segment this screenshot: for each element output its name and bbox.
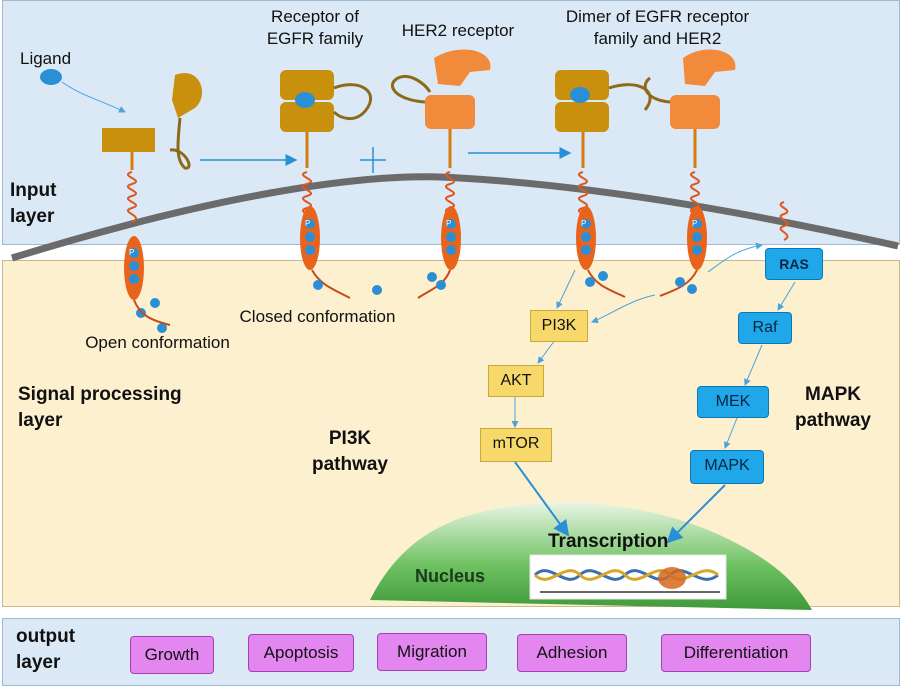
raf-node: Raf [738,312,792,344]
mtor-node: mTOR [480,428,552,462]
mapk-pathway-label: MAPK pathway [794,384,872,431]
ras-node: RAS [765,248,823,280]
mek-node: MEK [697,386,769,418]
input-layer-label: Input layer [10,180,57,227]
receptor-dimer [555,49,736,298]
receptor-open-conformation [102,72,203,333]
signal-processing-layer-label: Signal processing layer [18,384,182,431]
output-migration: Migration [377,633,487,671]
ligand-molecule [40,69,62,85]
akt-node: AKT [488,365,544,397]
phospho-label: P [581,219,587,228]
mapk-node: MAPK [690,450,764,484]
closed-conformation-label: Closed conformation [239,307,396,326]
output-adhesion: Adhesion [517,634,627,672]
transcription-label: Transcription [548,531,669,552]
phospho-label: P [446,219,452,228]
cell-membrane [10,173,899,262]
output-growth: Growth [130,636,214,674]
nucleus-label: Nucleus [415,566,486,586]
phospho-label: P [692,219,698,228]
receptor-egfr-closed [280,70,373,299]
open-conformation-label: Open conformation [85,333,230,352]
phospho-label: P [129,248,135,257]
pi3k-pathway-label: PI3K pathway [311,428,389,475]
dimer-label: Dimer of EGFR receptor family and HER2 [565,7,750,48]
phospho-label: P [305,219,311,228]
output-differentiation: Differentiation [661,634,811,672]
egfr-receptor-label: Receptor of EGFR family [266,7,364,48]
dna-icon [529,554,727,600]
ligand-label: Ligand [20,49,72,68]
output-apoptosis: Apoptosis [248,634,354,672]
receptor-her2 [391,49,491,299]
her2-receptor-label: HER2 receptor [401,21,515,40]
pi3k-node: PI3K [530,310,588,342]
output-layer-label: output layer [16,626,76,673]
ras-membrane-anchor [779,201,789,241]
